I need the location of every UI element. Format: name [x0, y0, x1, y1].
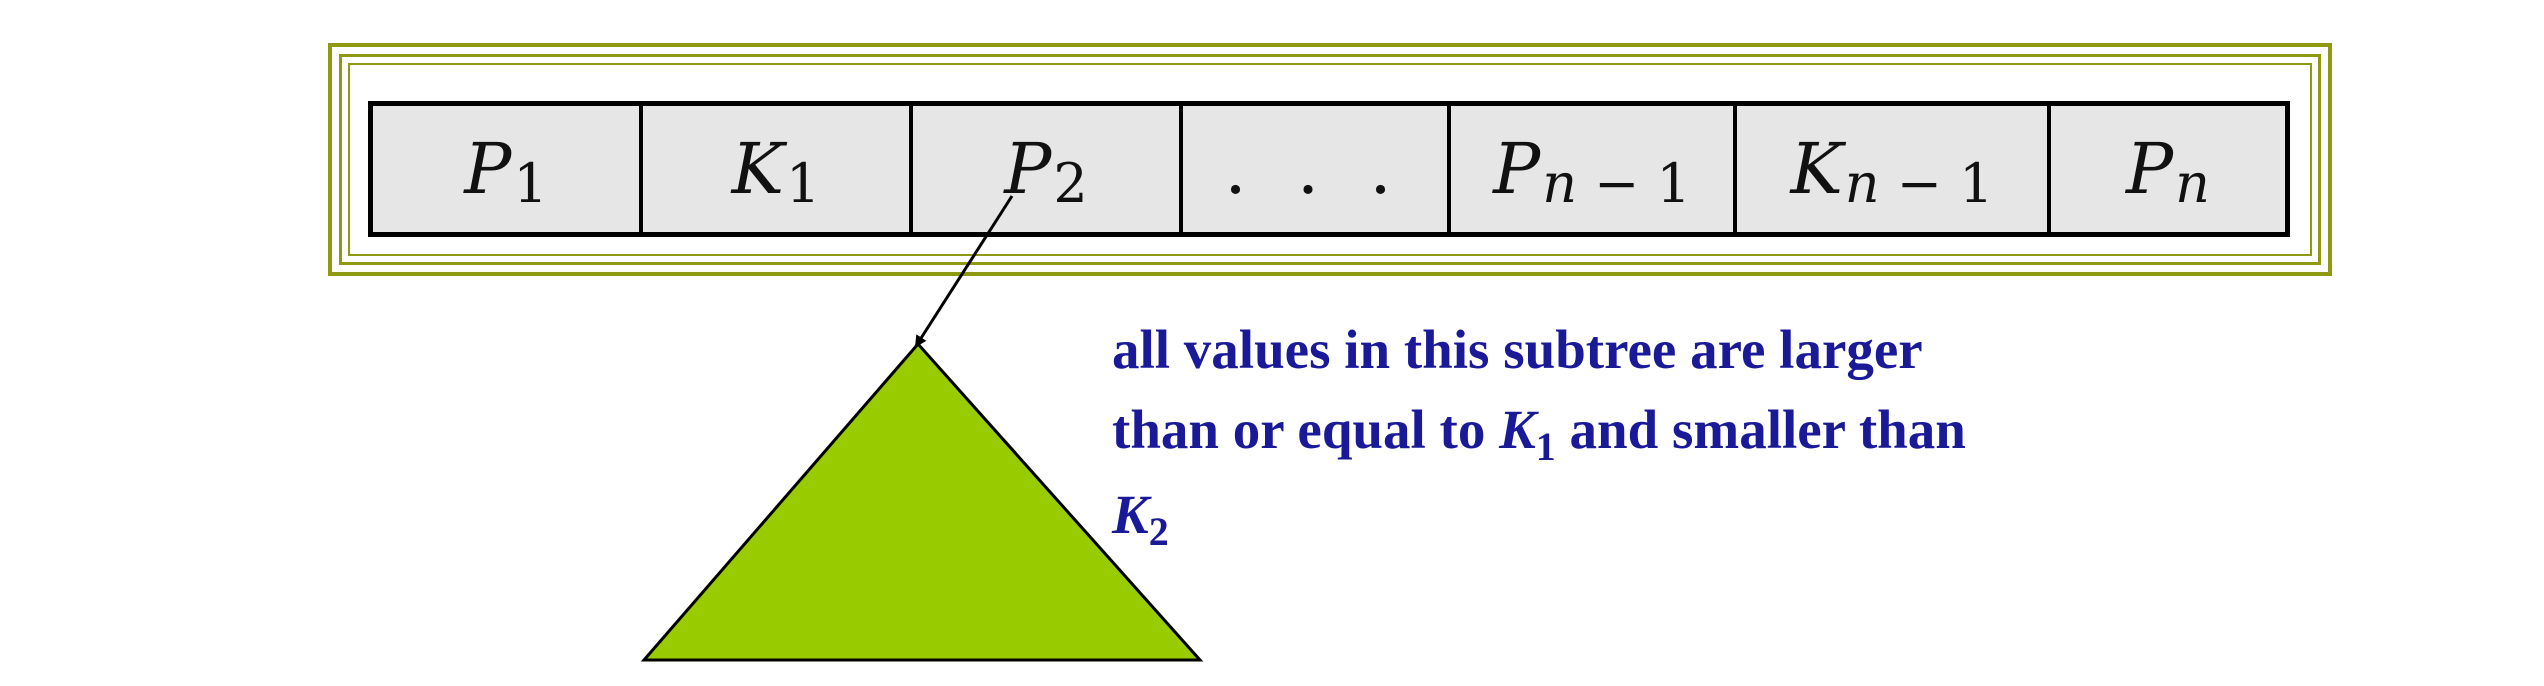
- cell-pn-main: P: [2126, 128, 2174, 210]
- caption-var-k2-sub: 2: [1148, 509, 1169, 554]
- caption-var-k1: K: [1499, 399, 1536, 460]
- cell-p2-main: P: [1004, 128, 1052, 210]
- caption-line-2-b: and smaller than: [1555, 399, 1966, 460]
- cell-p1-main: P: [464, 128, 512, 210]
- subtree-caption: all values in this subtree are larger th…: [1112, 310, 2212, 560]
- cell-kn-1-sub-var: n: [1844, 151, 1880, 215]
- caption-line-2-a: than or equal to: [1112, 399, 1500, 460]
- cell-ellipsis-text: . . .: [1224, 128, 1406, 210]
- cell-pn-1-sub-var: n: [1542, 151, 1577, 215]
- caption-line-1: all values in this subtree are larger: [1112, 319, 1923, 380]
- cell-k1-main: K: [731, 128, 784, 210]
- cell-pn-1-sub: − 1: [1576, 151, 1691, 215]
- cell-pn-sub-var: n: [2175, 151, 2210, 215]
- caption-var-k2: K: [1112, 484, 1149, 545]
- node-frame-mid: [339, 54, 2321, 265]
- node-frame-inner: [348, 63, 2312, 256]
- cell-p2-sub: 2: [1053, 151, 1088, 215]
- cell-kn-1-main: K: [1790, 128, 1843, 210]
- cell-k1-sub: 1: [785, 151, 821, 215]
- cell-kn-1-sub: − 1: [1879, 151, 1994, 215]
- caption-var-k1-sub: 1: [1535, 424, 1556, 469]
- caption-line-2: than or equal to K1 and smaller than: [1112, 390, 2212, 475]
- caption-line-3: K2: [1112, 475, 2212, 560]
- cell-pn-1-main: P: [1493, 128, 1541, 210]
- cell-p1-sub: 1: [513, 151, 548, 215]
- cell-ellipsis: . . .: [1183, 106, 1451, 232]
